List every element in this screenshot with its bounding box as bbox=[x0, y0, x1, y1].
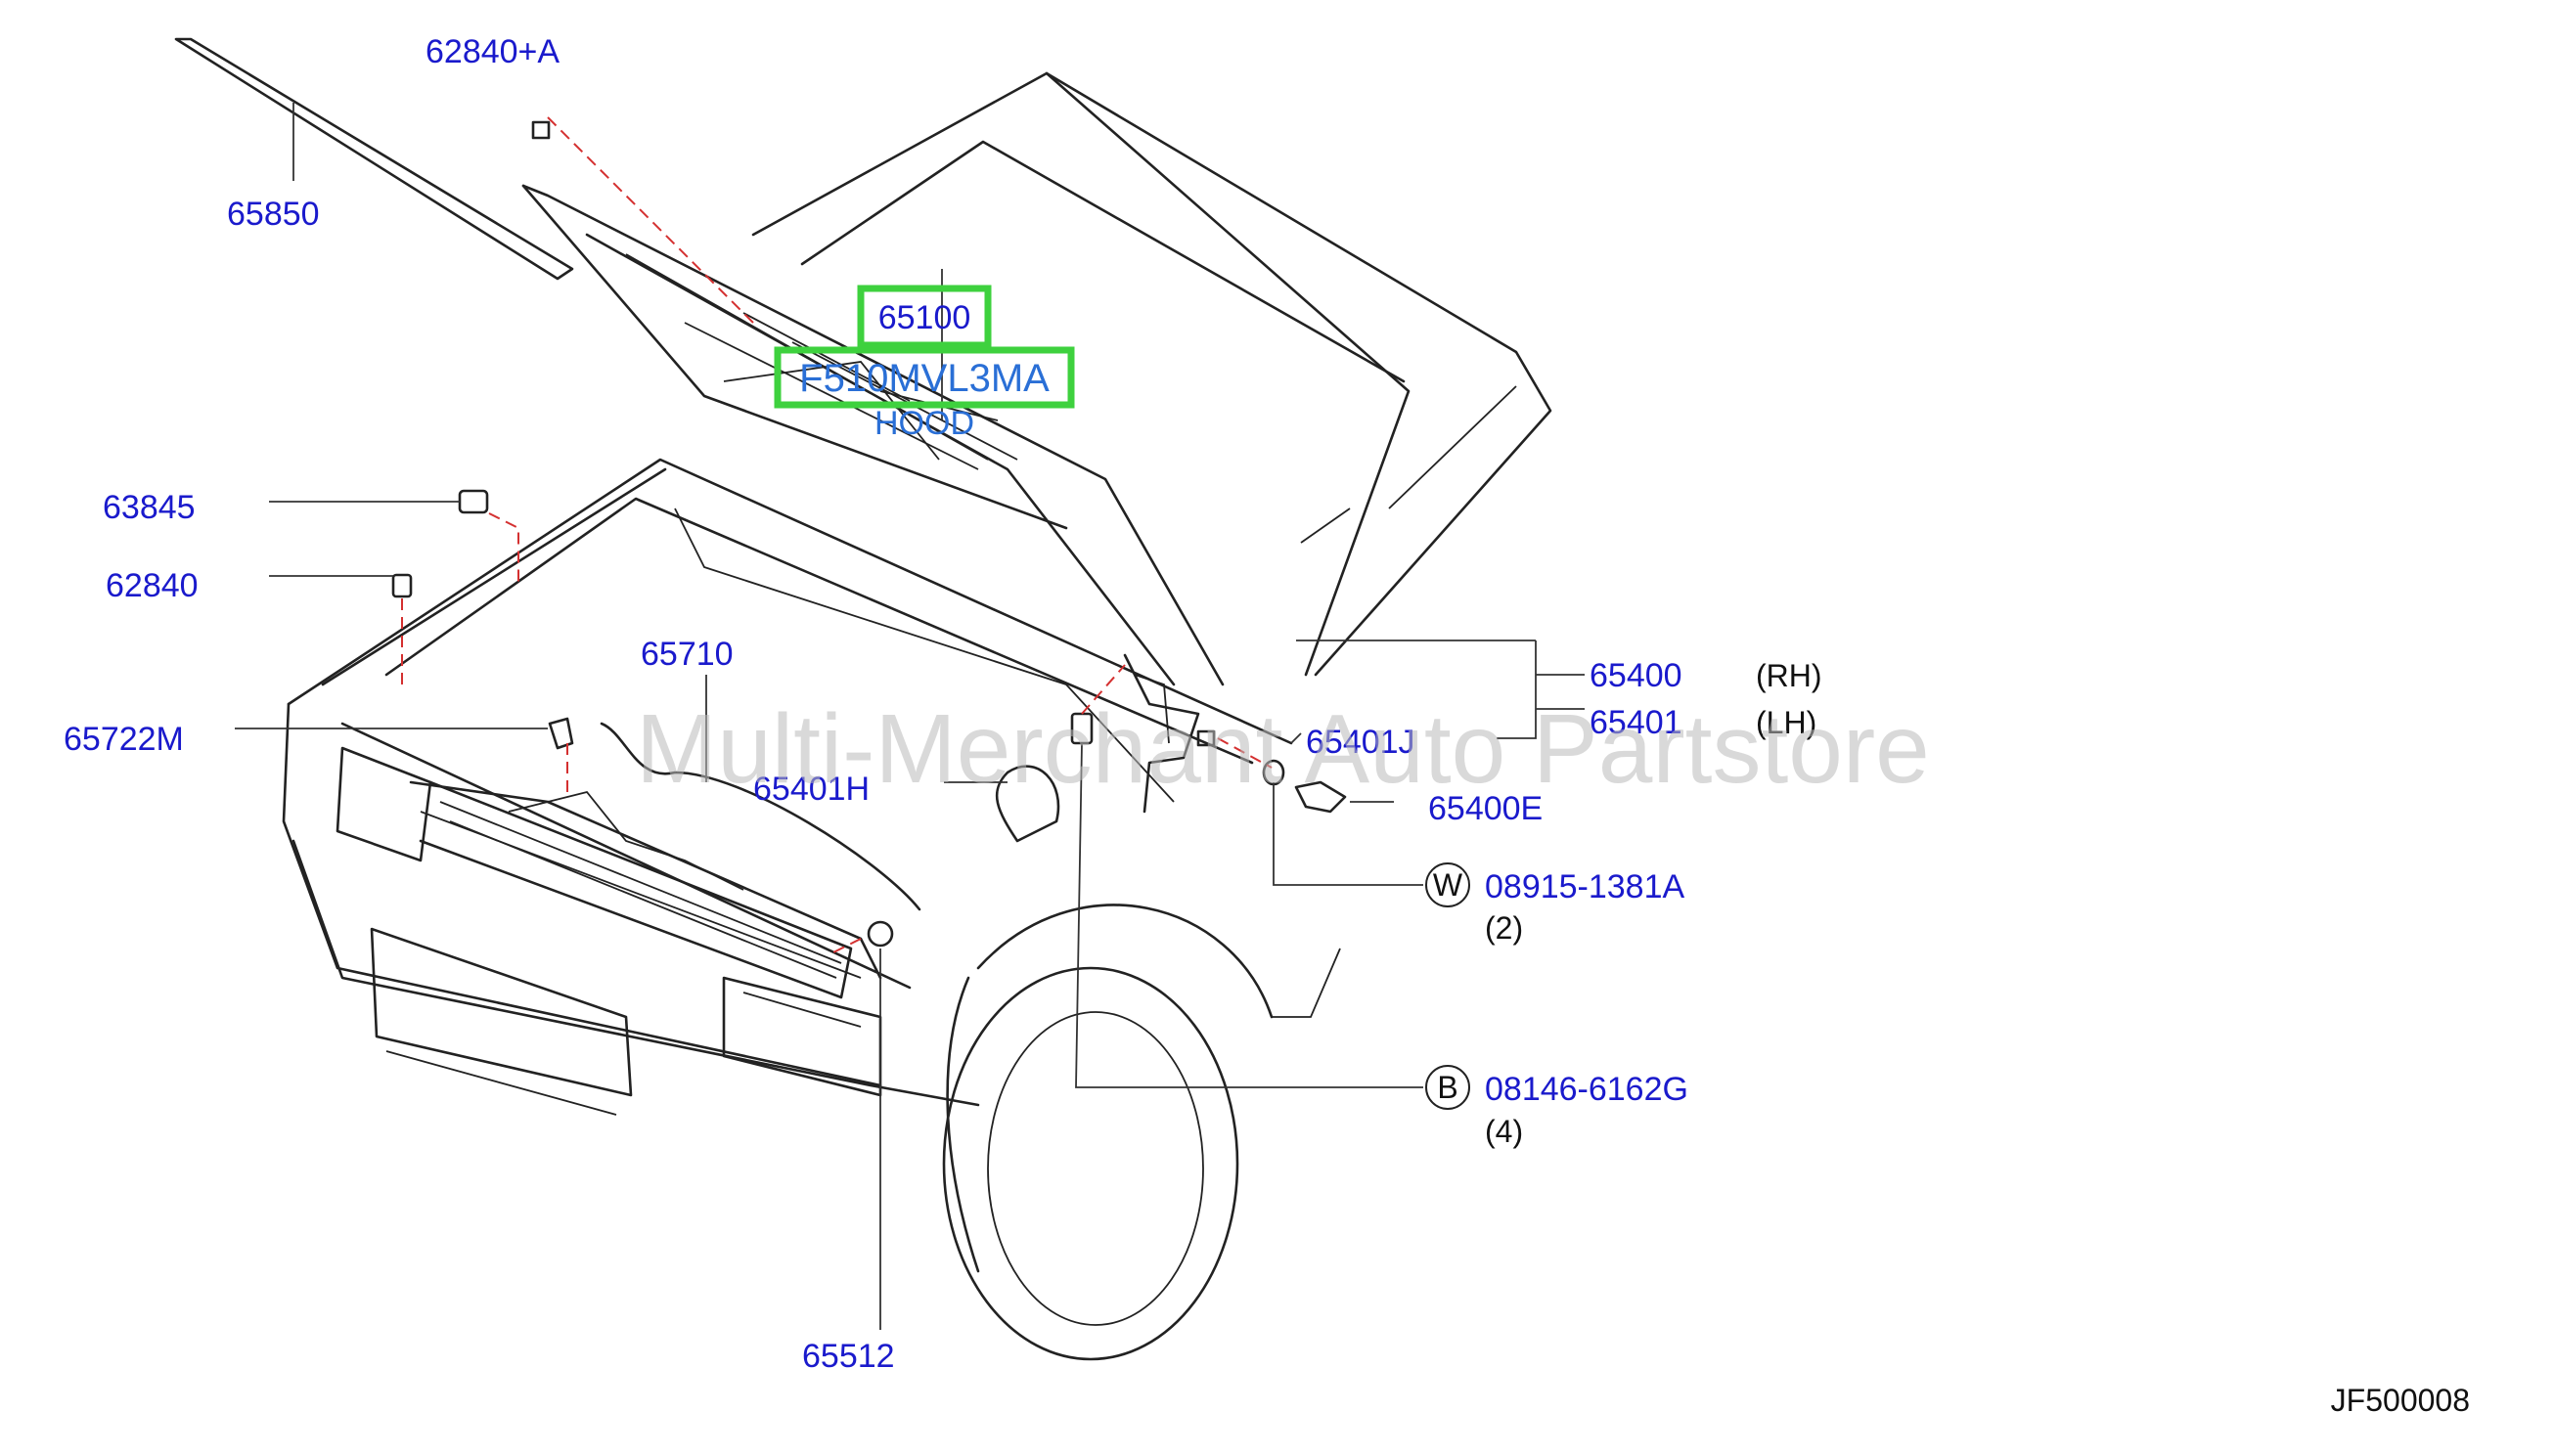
leader-lines bbox=[235, 103, 1585, 1330]
qty-4: (4) bbox=[1485, 1114, 1523, 1149]
clip-65722m-icon bbox=[548, 717, 574, 750]
part-65722m[interactable]: 65722M bbox=[64, 721, 184, 758]
clip-62840a-icon bbox=[531, 120, 551, 140]
note-lh: (LH) bbox=[1756, 705, 1816, 740]
part-65710[interactable]: 65710 bbox=[641, 636, 734, 673]
qty-2: (2) bbox=[1485, 910, 1523, 946]
part-08915-1381a[interactable]: 08915-1381A bbox=[1485, 868, 1685, 905]
washer-symbol-circle bbox=[1425, 862, 1470, 907]
part-08146-6162g[interactable]: 08146-6162G bbox=[1485, 1071, 1688, 1108]
vehicle-drawing bbox=[174, 37, 1552, 1361]
assembly-dash-lines bbox=[401, 116, 1273, 954]
part-labels: 62840+A 65850 63845 62840 65722M 65710 6… bbox=[64, 33, 1822, 1375]
part-65512[interactable]: 65512 bbox=[802, 1338, 895, 1375]
bolt-symbol-circle bbox=[1425, 1065, 1470, 1110]
bumper-63845-icon bbox=[458, 489, 489, 514]
part-65401[interactable]: 65401 bbox=[1590, 704, 1682, 741]
washer-symbol: W bbox=[1433, 867, 1463, 903]
part-65401j[interactable]: 65401J bbox=[1306, 724, 1415, 761]
hood-part-number[interactable]: 65100 bbox=[878, 299, 971, 336]
grommet-65512-icon bbox=[867, 920, 894, 948]
part-65401h[interactable]: 65401H bbox=[753, 771, 870, 808]
bumper-62840-icon bbox=[391, 573, 413, 598]
drawing-code: JF500008 bbox=[2331, 1383, 2470, 1418]
part-65400[interactable]: 65400 bbox=[1590, 657, 1682, 694]
note-rh: (RH) bbox=[1756, 658, 1822, 693]
part-63845[interactable]: 63845 bbox=[103, 489, 196, 526]
hood-variant-code[interactable]: F510MVL3MA bbox=[799, 357, 1050, 400]
hood-variant-highlight bbox=[774, 346, 1075, 409]
watermark: Multi-Merchant Auto Partstore bbox=[636, 694, 1930, 804]
lock-65401h-icon bbox=[995, 765, 1060, 843]
hood-label[interactable]: 65100 F510MVL3MA HOOD bbox=[774, 285, 1075, 442]
bolt-65400e-icon bbox=[1294, 780, 1347, 814]
part-62840a[interactable]: 62840+A bbox=[426, 33, 560, 70]
part-62840[interactable]: 62840 bbox=[106, 567, 199, 604]
hood-name: HOOD bbox=[874, 405, 974, 442]
bolt-symbol: B bbox=[1437, 1070, 1457, 1105]
hood-part-highlight bbox=[857, 285, 992, 349]
part-65850[interactable]: 65850 bbox=[227, 196, 320, 233]
part-65400e[interactable]: 65400E bbox=[1428, 790, 1543, 827]
clip-65401j-icon bbox=[1196, 729, 1216, 747]
